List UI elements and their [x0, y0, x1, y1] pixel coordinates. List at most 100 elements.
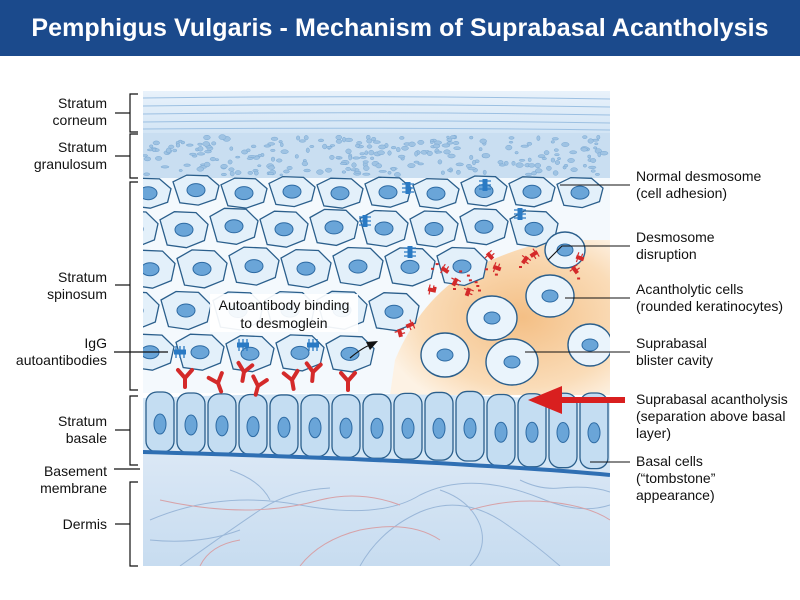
granule: [580, 147, 588, 152]
granule: [151, 147, 157, 152]
granule: [345, 166, 352, 171]
granule: [143, 172, 151, 176]
granule: [551, 137, 559, 141]
basal-nucleus: [463, 417, 477, 439]
label-blister-2: blister cavity: [636, 352, 713, 368]
granule: [227, 159, 233, 165]
basal-nucleus: [370, 417, 384, 439]
granules: [143, 134, 609, 178]
label-granulosum-2: granulosum: [34, 156, 107, 172]
granule: [446, 135, 450, 139]
granule: [270, 156, 276, 162]
granule: [247, 171, 253, 175]
granule: [396, 147, 401, 153]
label-basement-2: membrane: [40, 480, 107, 496]
corneum-lines: [143, 96, 610, 131]
granule: [326, 146, 333, 149]
cell-nucleus: [296, 261, 316, 276]
granule: [414, 151, 419, 157]
granule: [305, 147, 310, 153]
granule: [253, 170, 259, 176]
granule: [149, 144, 154, 149]
granule: [505, 144, 513, 151]
label-acantholytic-1: Acantholytic cells: [636, 281, 743, 297]
cell-nucleus: [143, 262, 160, 277]
label-blister-1: Suprabasal: [636, 335, 707, 351]
acantholysis-arrow: [528, 386, 625, 414]
granule: [196, 166, 205, 172]
desmosome-fragment: [492, 262, 502, 273]
desmosome-fragment: [405, 319, 416, 331]
granule: [165, 147, 172, 154]
igg-antibody: [304, 361, 323, 383]
granule: [563, 163, 569, 168]
granule: [561, 142, 570, 147]
granule: [526, 141, 533, 146]
cell-nucleus: [340, 346, 360, 361]
granule: [298, 139, 306, 143]
desmosome-fragment: [440, 263, 450, 274]
granule: [280, 149, 289, 154]
label-acantholysis-1: Suprabasal acantholysis: [636, 391, 788, 407]
granule: [257, 153, 262, 157]
desmosome: [359, 215, 371, 227]
label-disruption-2: disruption: [636, 246, 697, 262]
granule: [267, 142, 276, 146]
label-basale-1: Stratum: [58, 413, 107, 429]
desmosomes: [174, 179, 526, 358]
fragment-speck: [468, 279, 472, 282]
granule: [203, 161, 211, 168]
basal-nucleus: [277, 416, 291, 438]
granule: [335, 156, 341, 160]
igg-antibodies: [176, 360, 357, 397]
granule: [362, 172, 371, 176]
basal-nucleus: [494, 421, 508, 443]
granule: [378, 144, 387, 150]
granule: [479, 138, 487, 144]
igg-antibody: [206, 371, 224, 394]
cell-nucleus: [240, 346, 260, 361]
label-acantholytic-2: (rounded keratinocytes): [636, 298, 783, 314]
desmosome: [237, 339, 249, 351]
granule: [211, 141, 217, 146]
granule: [296, 135, 301, 141]
granule: [557, 157, 561, 161]
cell-nucleus: [224, 219, 244, 234]
granule: [554, 153, 560, 157]
granule: [229, 146, 234, 151]
granule: [534, 162, 541, 169]
granule: [596, 134, 601, 140]
granule: [309, 145, 315, 148]
granule: [280, 142, 284, 148]
granule: [569, 150, 578, 155]
granule: [465, 164, 472, 169]
granule: [401, 145, 409, 151]
label-basal-cells-2: (“tombstone”: [636, 470, 716, 486]
desmosome-fragment: [575, 252, 585, 263]
cell-nucleus: [452, 259, 472, 274]
granule: [588, 165, 597, 169]
basal-cells: [145, 390, 609, 470]
granule: [582, 163, 587, 168]
granule: [168, 144, 175, 149]
granule: [202, 141, 210, 147]
granule: [570, 167, 578, 172]
granule: [229, 170, 235, 177]
granule: [270, 136, 279, 141]
fragment-speck: [478, 289, 481, 292]
granule: [209, 157, 216, 162]
granule: [536, 135, 541, 141]
dermis-capillaries: [159, 495, 610, 566]
granule: [364, 150, 369, 156]
granule: [447, 153, 456, 159]
granule: [197, 142, 203, 146]
granule: [352, 156, 361, 160]
granule: [440, 170, 445, 175]
granule: [527, 157, 532, 162]
granule: [478, 147, 483, 152]
basal-nucleus: [153, 413, 167, 435]
desmosome: [514, 208, 526, 220]
label-spinosum-2: spinosum: [47, 286, 107, 302]
disrupted-desmosome-fragments: [394, 248, 585, 338]
desmosome: [174, 346, 186, 358]
